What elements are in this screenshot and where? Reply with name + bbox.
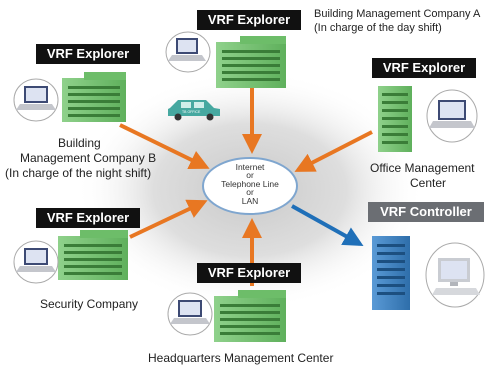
car-icon: TB OFFICE bbox=[168, 100, 220, 121]
label-office-1: Office Management bbox=[370, 161, 475, 175]
laptop-company-a bbox=[165, 31, 211, 73]
tag-vrf-explorer-bottom: VRF Explorer bbox=[197, 263, 301, 283]
building-company-b bbox=[62, 72, 126, 122]
tag-vrf-explorer-right: VRF Explorer bbox=[372, 58, 476, 78]
svg-text:LAN: LAN bbox=[242, 196, 259, 206]
arrow-bottom-left bbox=[129, 199, 208, 239]
connection-arrows bbox=[119, 84, 373, 286]
label-hq: Headquarters Management Center bbox=[148, 351, 334, 365]
label-company-a-2: (In charge of the day shift) bbox=[314, 22, 442, 34]
controller-pc-icon bbox=[425, 242, 485, 308]
building-company-a bbox=[216, 36, 286, 88]
label-company-b-3: (In charge of the night shift) bbox=[5, 166, 152, 180]
building-hq bbox=[214, 290, 286, 342]
laptop-security bbox=[13, 240, 59, 284]
tag-vrf-explorer-left-bottom: VRF Explorer bbox=[36, 208, 140, 228]
controller-server bbox=[372, 236, 410, 310]
label-company-b-2: Management Company B bbox=[20, 151, 157, 165]
svg-text:Telephone Line: Telephone Line bbox=[221, 179, 279, 189]
hub-ellipse bbox=[202, 157, 298, 215]
tag-vrf-explorer-top: VRF Explorer bbox=[197, 10, 301, 30]
label-company-b-1: Building bbox=[58, 136, 101, 150]
laptop-hq bbox=[167, 292, 213, 336]
arrow-top-left bbox=[119, 123, 210, 169]
tag-vrf-controller: VRF Controller bbox=[368, 202, 484, 222]
label-office-2: Center bbox=[410, 176, 447, 190]
arrow-right bbox=[294, 130, 373, 172]
hub-text: Internet or Telephone Line or LAN bbox=[221, 162, 279, 206]
svg-text:or: or bbox=[246, 170, 254, 180]
label-company-a-1: Building Management Company A bbox=[314, 8, 481, 20]
building-office bbox=[378, 86, 412, 152]
tag-vrf-explorer-top-left: VRF Explorer bbox=[36, 44, 140, 64]
arrow-controller bbox=[291, 204, 364, 246]
svg-text:or: or bbox=[246, 187, 254, 197]
laptop-office bbox=[426, 89, 478, 143]
label-security: Security Company bbox=[40, 297, 139, 311]
building-security bbox=[58, 230, 128, 280]
laptop-company-b bbox=[13, 78, 59, 122]
svg-text:TB OFFICE: TB OFFICE bbox=[182, 110, 201, 114]
svg-text:Internet: Internet bbox=[236, 162, 265, 172]
